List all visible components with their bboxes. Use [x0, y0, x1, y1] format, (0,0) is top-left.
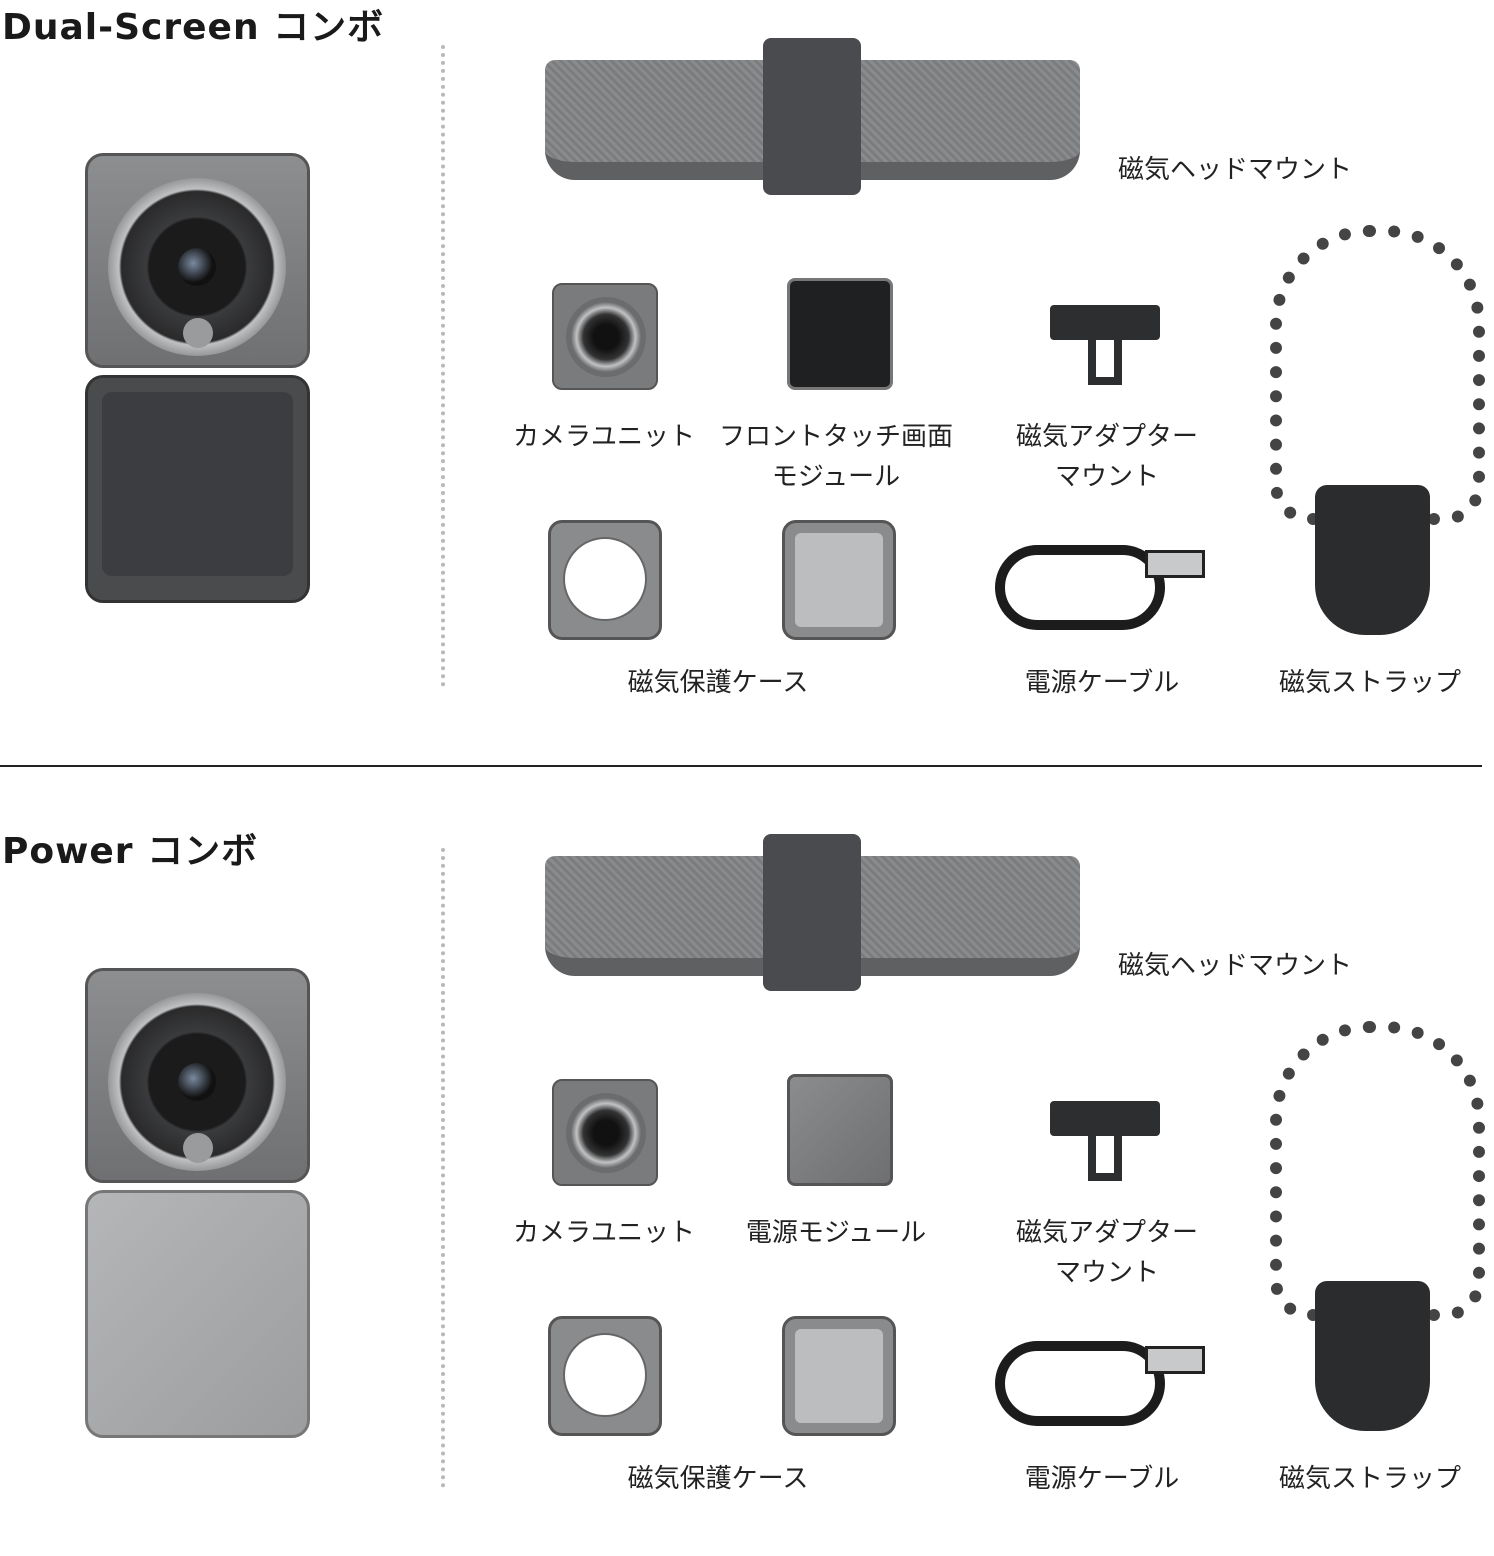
- strap-label: 磁気ストラップ: [1278, 1464, 1461, 1494]
- protective-case-front-image: [548, 1316, 662, 1436]
- section-title: Dual-Screen コンボ: [2, 7, 385, 48]
- adapter-mount-image: [1050, 305, 1160, 385]
- adapter-label-line1: 磁気アダプター: [1015, 422, 1198, 452]
- case-label: 磁気保護ケース: [627, 1464, 809, 1494]
- case-label: 磁気保護ケース: [627, 668, 809, 698]
- power-module-image: [787, 1074, 893, 1186]
- power-combo-section: Power コンボ 磁気ヘッドマウント カメラユニット 電源モジュール 磁気アダ…: [0, 796, 1494, 1556]
- cable-label: 電源ケーブル: [1024, 668, 1180, 698]
- camera-unit-label: カメラユニット: [512, 422, 695, 452]
- section-divider: [0, 765, 1482, 767]
- module-label: 電源モジュール: [745, 1218, 927, 1248]
- power-cable-image: [995, 1331, 1215, 1426]
- dual-screen-combo-section: Dual-Screen コンボ 磁気ヘッドマウント カメラユニット フロントタッ…: [0, 0, 1494, 760]
- strap-image: [1265, 1021, 1490, 1431]
- power-cable-image: [995, 535, 1215, 630]
- camera-unit-image: [552, 283, 658, 390]
- adapter-mount-image: [1050, 1101, 1160, 1181]
- dotted-divider: [441, 45, 445, 687]
- assembled-camera-image: [85, 968, 310, 1438]
- dotted-divider: [441, 848, 445, 1488]
- adapter-label-line2: マウント: [1054, 1258, 1159, 1288]
- touchscreen-module-image: [787, 278, 893, 390]
- section-title: Power コンボ: [2, 831, 259, 872]
- adapter-label-line2: マウント: [1054, 462, 1159, 492]
- camera-unit-image: [552, 1079, 658, 1186]
- cable-label: 電源ケーブル: [1024, 1464, 1180, 1494]
- strap-label: 磁気ストラップ: [1278, 668, 1461, 698]
- headmount-image: [545, 38, 1080, 195]
- strap-image: [1265, 225, 1490, 635]
- protective-case-back-image: [782, 1316, 896, 1436]
- headmount-label: 磁気ヘッドマウント: [1118, 155, 1353, 185]
- protective-case-back-image: [782, 520, 896, 640]
- headmount-image: [545, 834, 1080, 991]
- adapter-label-line1: 磁気アダプター: [1015, 1218, 1198, 1248]
- module-label-line2: モジュール: [771, 462, 901, 492]
- module-label-line1: フロントタッチ画面: [718, 422, 953, 452]
- headmount-label: 磁気ヘッドマウント: [1118, 951, 1353, 981]
- protective-case-front-image: [548, 520, 662, 640]
- assembled-camera-image: [85, 153, 310, 603]
- camera-unit-label: カメラユニット: [512, 1218, 695, 1248]
